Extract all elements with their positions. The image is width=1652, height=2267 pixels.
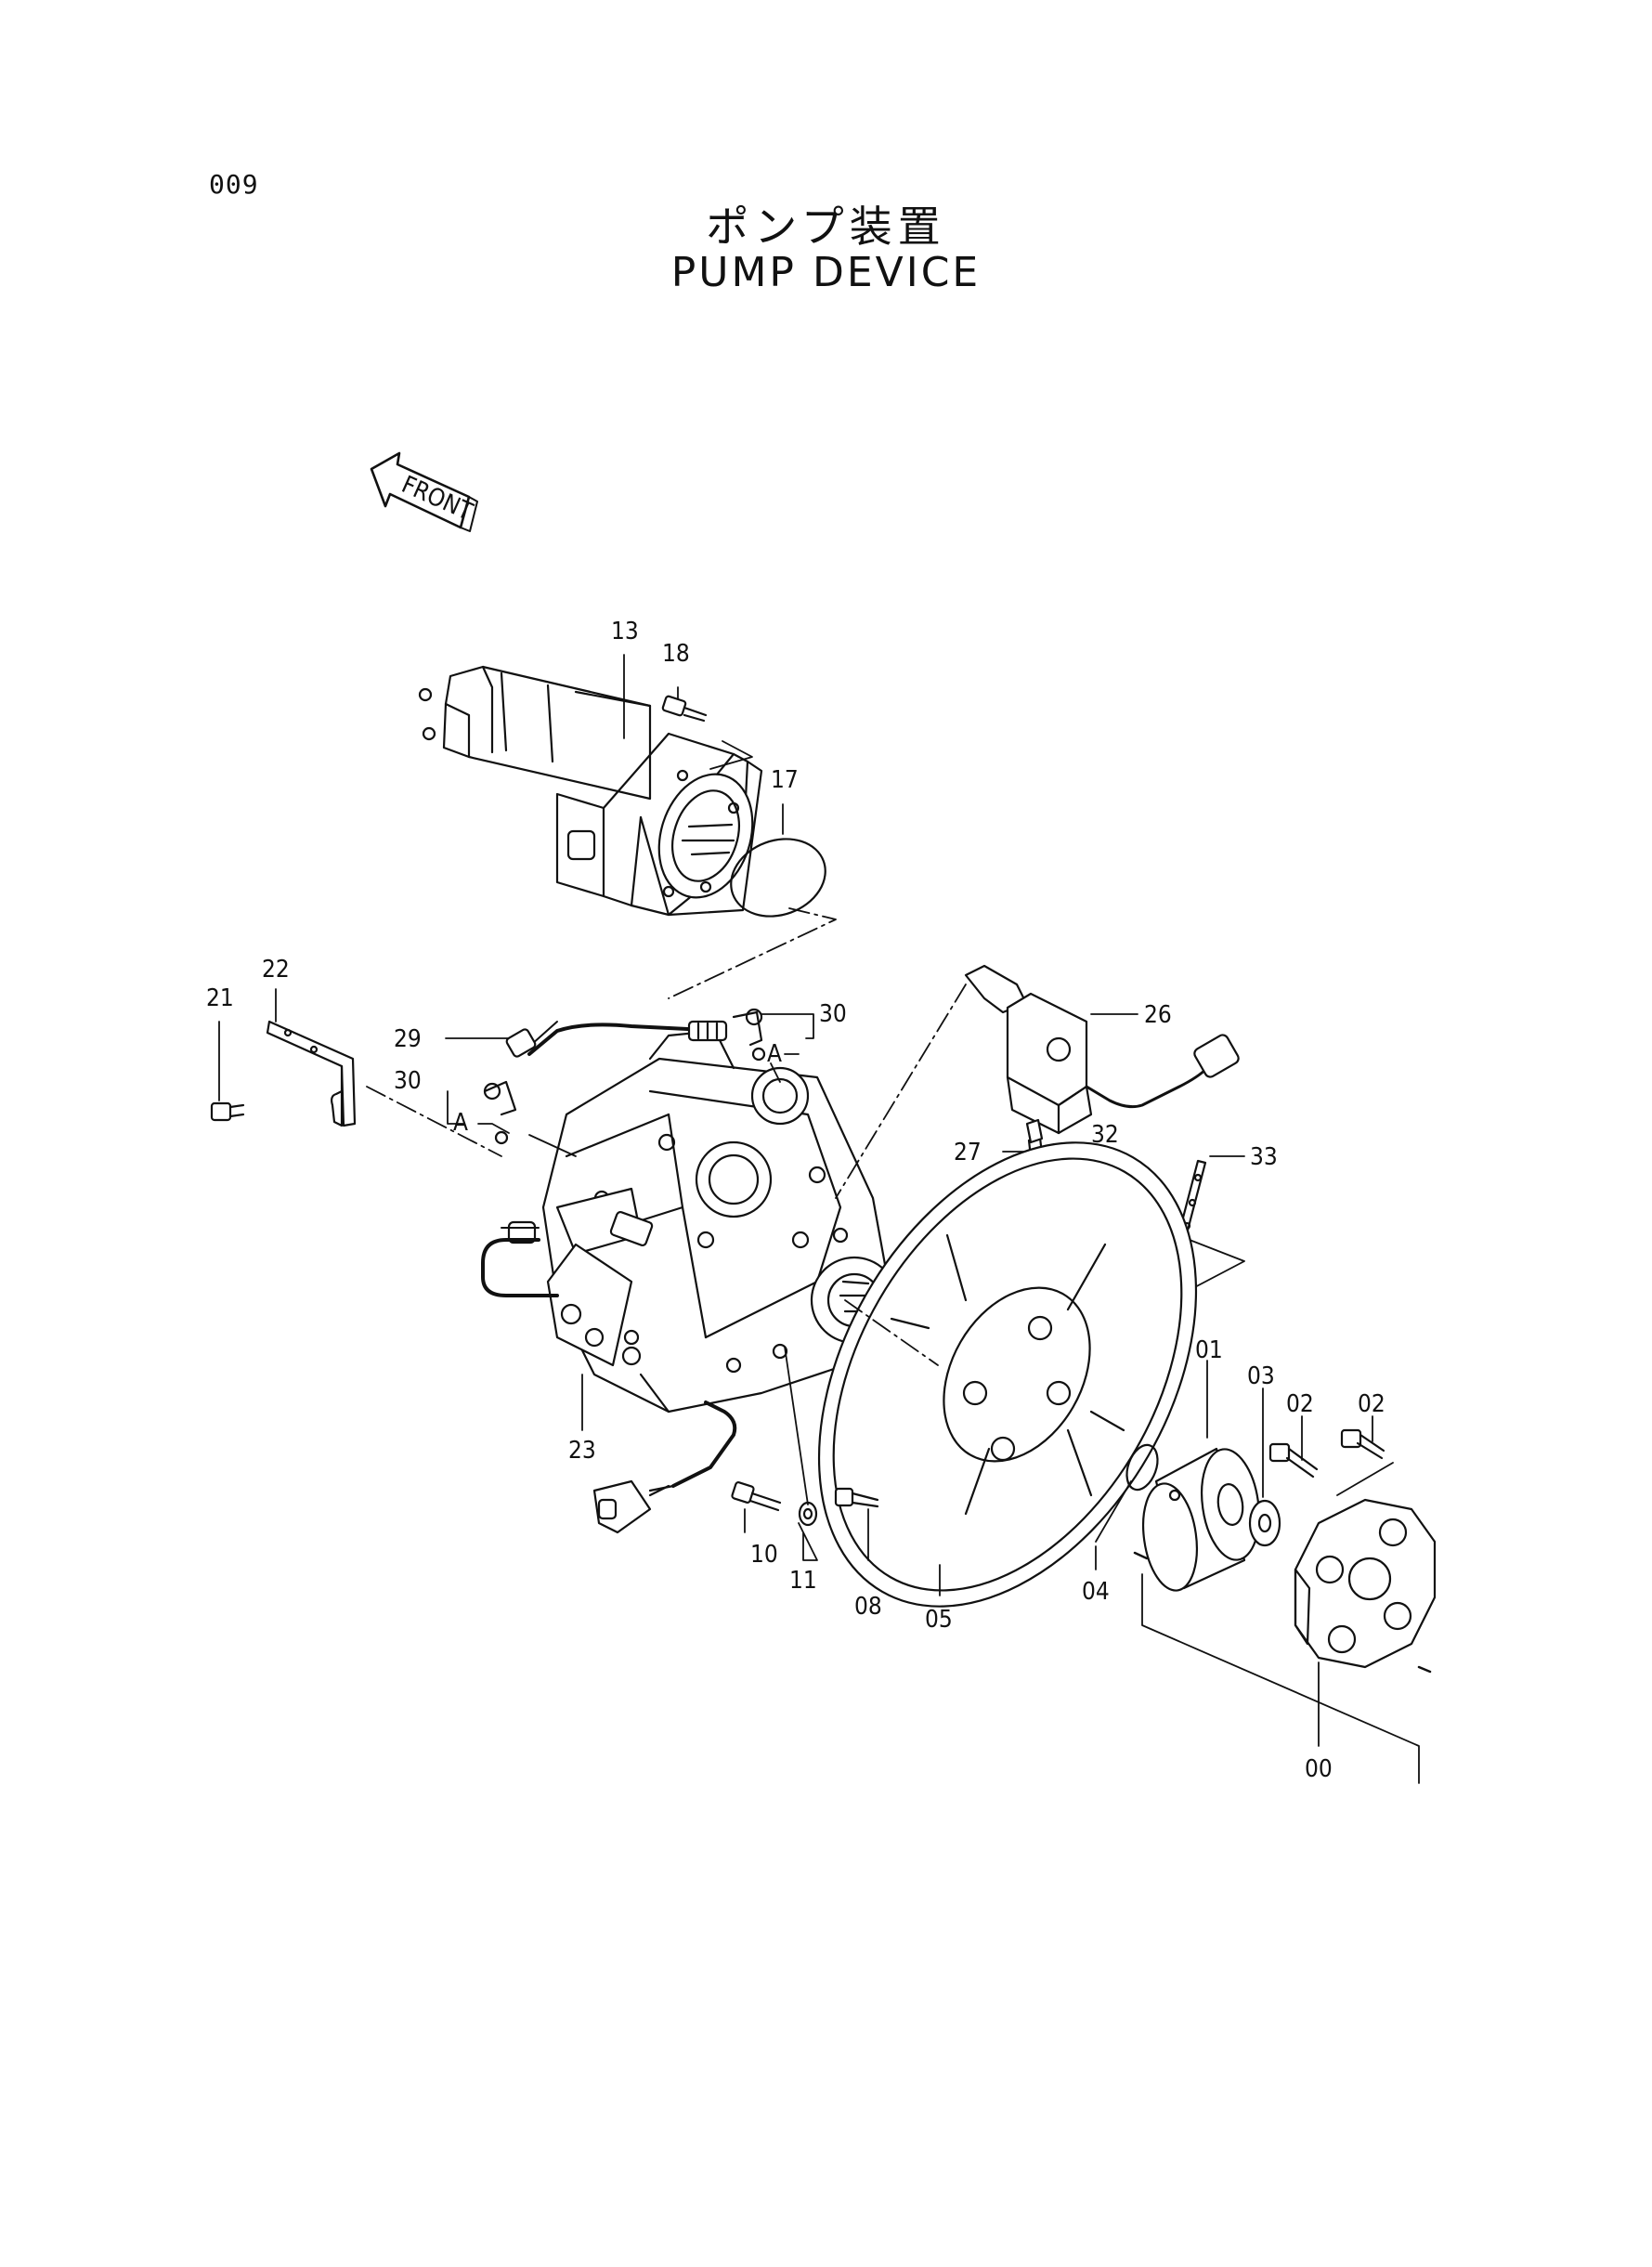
callout-11: 11 [789,1567,817,1595]
solenoid-valve-part-26 [964,964,1240,1135]
callout-30-right: 30 [819,1000,847,1028]
o-ring-part-04 [1125,1443,1159,1492]
o-ring-part-17 [730,838,826,918]
main-hydraulic-pump [481,1029,899,1492]
page-title-japanese: ポンプ装置 [706,202,946,252]
bolt-part-21 [210,1101,245,1122]
front-label: FRONT [397,471,477,527]
bolt-part-18 [661,695,708,723]
callout-00: 00 [1305,1755,1333,1783]
callout-05: 05 [925,1606,953,1634]
washer-part-11 [798,1501,818,1527]
coupling-hub-part-01 [1142,1447,1260,1592]
callout-17: 17 [771,766,799,794]
callout-02-left: 02 [1286,1390,1314,1418]
hose-part-29 [505,1020,728,1058]
callout-02-right: 02 [1358,1390,1385,1418]
callout-04: 04 [1082,1578,1110,1606]
callout-30-left: 30 [394,1067,422,1095]
bolt-part-02-a [1268,1442,1319,1479]
bolt-part-10 [731,1481,782,1512]
callout-01: 01 [1195,1336,1223,1364]
callout-29: 29 [394,1025,422,1053]
callout-26: 26 [1144,1001,1172,1029]
callout-23: 23 [568,1437,596,1465]
callout-32: 32 [1091,1121,1119,1149]
callout-13: 13 [611,618,639,645]
callout-18: 18 [662,640,690,668]
bolt-part-02-b [1340,1428,1385,1460]
callout-03: 03 [1247,1362,1275,1390]
gear-pump [418,665,763,917]
page-number: 009 [209,169,259,200]
elbow-fitting-part-30 [483,1008,763,1116]
callout-21: 21 [206,984,234,1012]
callout-08: 08 [854,1593,882,1621]
callout-27: 27 [954,1139,982,1166]
bracket-part-22 [266,1020,357,1127]
pump-sensor-connector [592,1479,670,1534]
callout-22: 22 [262,956,290,984]
ref-letter-a-right: A [767,1040,782,1068]
callout-33: 33 [1250,1143,1278,1171]
flywheel-housing-part-05 [817,1141,1198,1608]
flexible-coupling-part-00 [1294,1498,1437,1669]
front-arrow-icon: FRONT [370,451,478,532]
ref-letter-a-left: A [453,1109,468,1137]
washer-part-03 [1248,1499,1281,1547]
bolt-part-08 [834,1487,879,1508]
callout-10: 10 [750,1541,778,1569]
page-title: PUMP DEVICE [670,249,982,296]
